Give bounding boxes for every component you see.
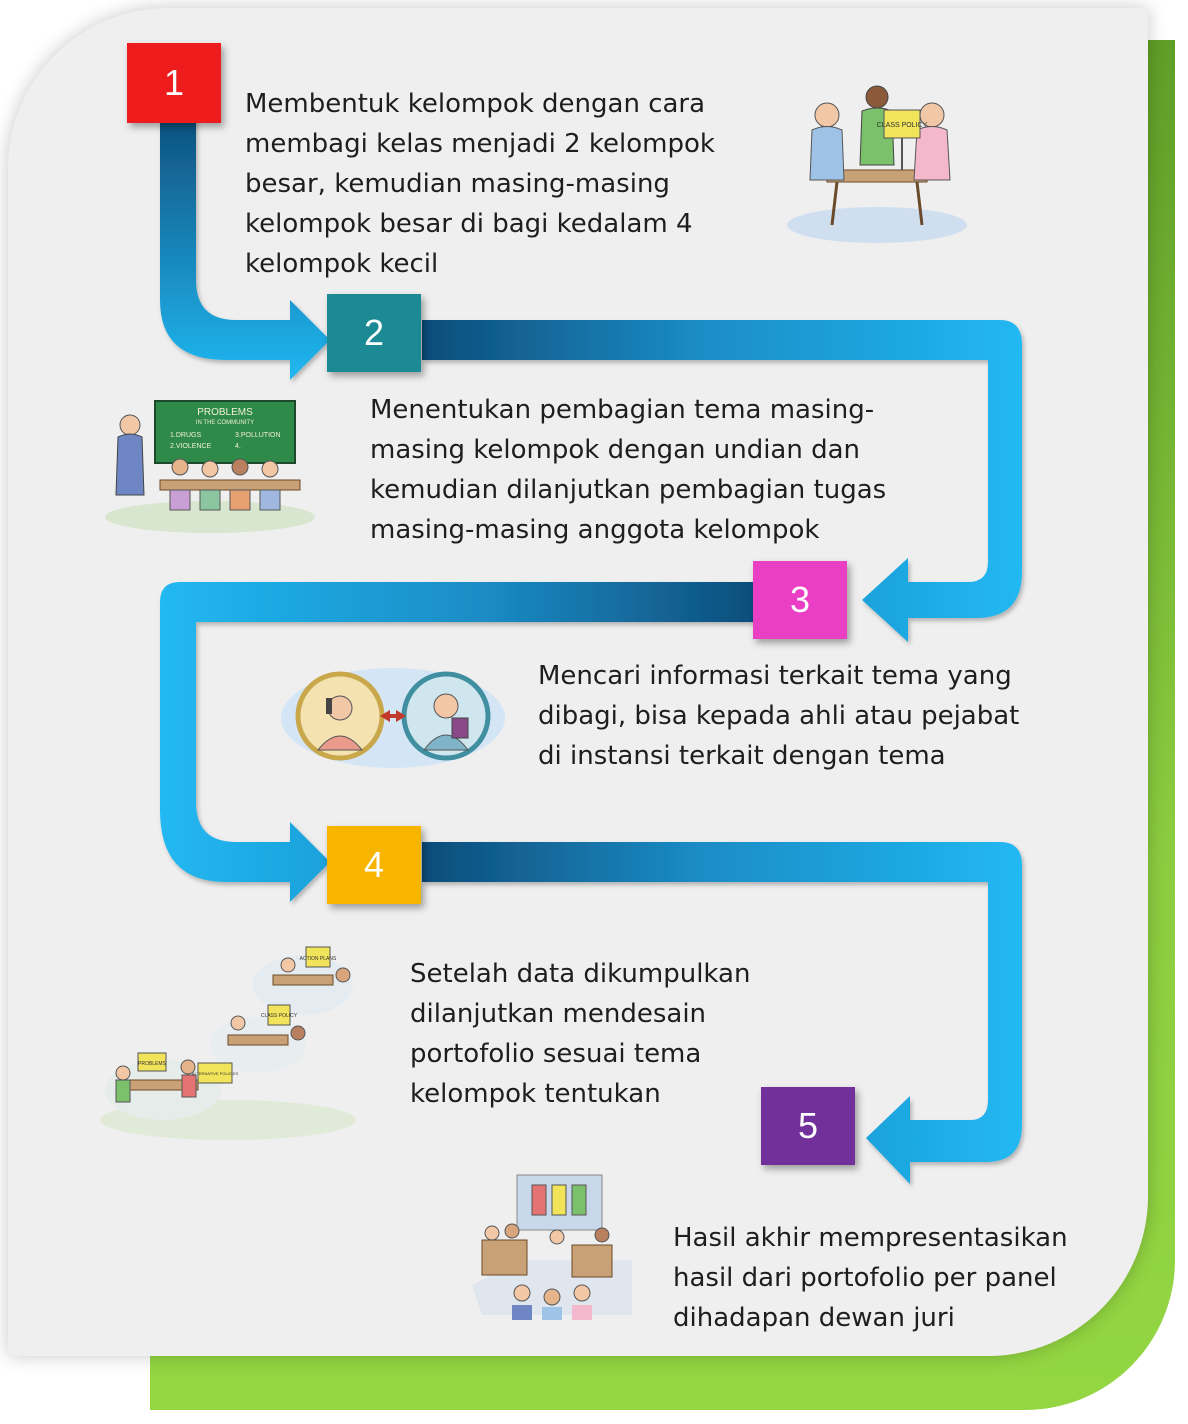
board-item-3: 2.VIOLENCE (170, 443, 212, 450)
step-3-number: 3 (789, 579, 811, 620)
arrow-3-to-4 (160, 582, 758, 902)
step-3-text: Mencari informasi terkait tema yang diba… (538, 661, 1020, 771)
step-5-number: 5 (797, 1105, 819, 1146)
class-policy-sign-2: CLASS POLICY (261, 1013, 298, 1019)
class-policy-sign: CLASS POLICY (877, 122, 928, 129)
step-5-badge: 5 (761, 1087, 855, 1165)
arrow-4-to-5 (422, 842, 1022, 1184)
action-plans-sign: ACTION PLANS (300, 956, 337, 962)
board-item-4: 4. (235, 443, 241, 450)
arrow-1-to-2 (160, 108, 330, 380)
policies-sign: ALTERNATIVE POLICIES (192, 1071, 239, 1076)
step-2-text: Menentukan pembagian tema masing-masing … (370, 395, 887, 545)
step-1-number: 1 (163, 62, 185, 103)
board-title: PROBLEMS (197, 407, 253, 418)
step-2-badge: 2 (327, 294, 421, 372)
step-1-text: Membentuk kelompok dengan cara membagi k… (245, 89, 715, 279)
step-4-number: 4 (363, 844, 385, 885)
step-4-text: Setelah data dikumpulkan dilanjutkan men… (410, 959, 751, 1109)
group-discussion-illustration: CLASS POLICY (787, 85, 967, 243)
board-item-2: 3.POLLUTION (235, 432, 281, 439)
board-item-1: 1.DRUGS (170, 432, 201, 439)
problems-sign: PROBLEMS (138, 1061, 166, 1067)
classroom-board-illustration: PROBLEMS IN THE COMMUNITY 1.DRUGS 3.POLL… (105, 400, 315, 533)
presentation-panel-illustration (472, 1174, 632, 1320)
arrow-2-to-3 (422, 320, 1022, 642)
step-4-badge: 4 (327, 826, 421, 904)
board-subtitle: IN THE COMMUNITY (196, 420, 254, 426)
step-2-number: 2 (363, 312, 385, 353)
step-3-badge: 3 (753, 561, 847, 639)
step-5-text: Hasil akhir mempresentasikan hasil dari … (673, 1223, 1068, 1333)
phone-call-illustration (281, 668, 505, 768)
step-1-badge: 1 (127, 43, 221, 123)
portfolio-groups-illustration: ACTION PLANS CLASS POLICY PROBLEMS ALTER… (100, 946, 356, 1140)
